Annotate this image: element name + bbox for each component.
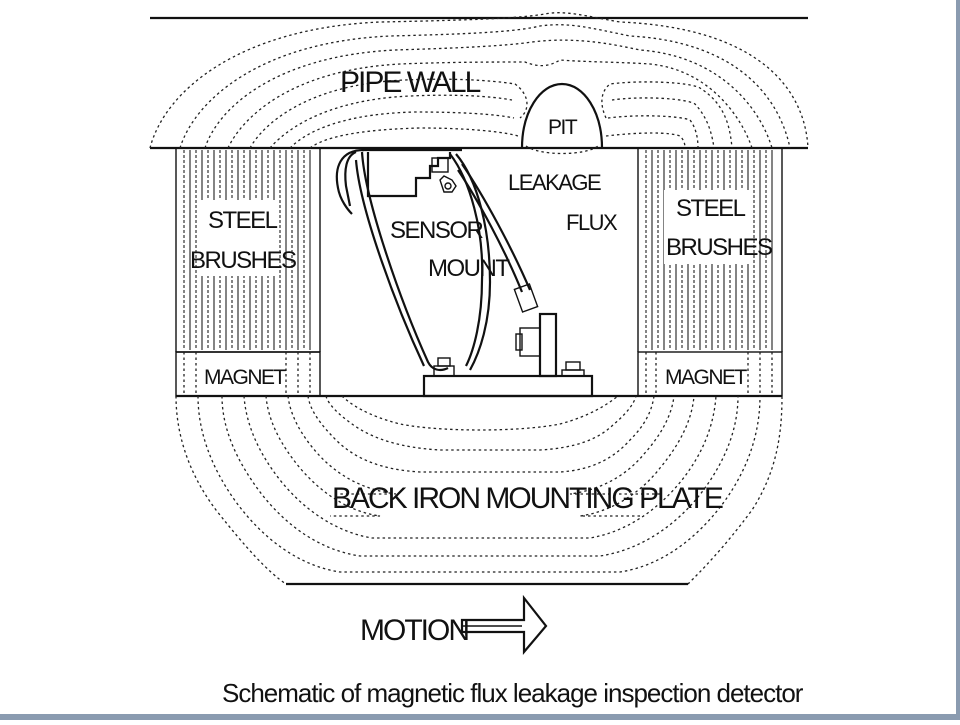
pipe-wall-label: PIPE WALL: [340, 66, 481, 99]
right-magnet-label: MAGNET: [665, 366, 748, 389]
left-magnet-label: MAGNET: [204, 366, 287, 389]
frame-edge-bottom: [0, 714, 960, 720]
right-brushes-label: BRUSHES: [666, 234, 772, 261]
sensor-label: SENSOR: [390, 217, 484, 244]
pit-bottom-dashed: [525, 145, 599, 155]
leakage-label: LEAKAGE: [508, 170, 601, 195]
motion-arrow-icon: [460, 594, 548, 656]
left-magnet: [175, 351, 321, 397]
sensor-mount: [335, 148, 594, 398]
right-steel-label: STEEL: [676, 195, 746, 222]
frame-edge-right: [956, 0, 960, 720]
right-steel-brushes: [637, 148, 783, 352]
caption: Schematic of magnetic flux leakage inspe…: [222, 678, 804, 708]
left-brushes-label: BRUSHES: [190, 247, 296, 274]
flux-lines-lower: [175, 395, 783, 585]
pit-label: PIT: [548, 116, 578, 139]
left-steel-brushes: [175, 148, 321, 352]
left-steel-label: STEEL: [208, 207, 278, 234]
flux-label: FLUX: [566, 210, 618, 235]
motion-label: MOTION: [360, 614, 468, 647]
pit-outline: [520, 82, 604, 149]
flux-lines-upper: [149, 12, 809, 149]
mount-label: MOUNT: [428, 255, 510, 282]
back-iron-label: BACK IRON MOUNTING PLATE: [332, 482, 723, 515]
